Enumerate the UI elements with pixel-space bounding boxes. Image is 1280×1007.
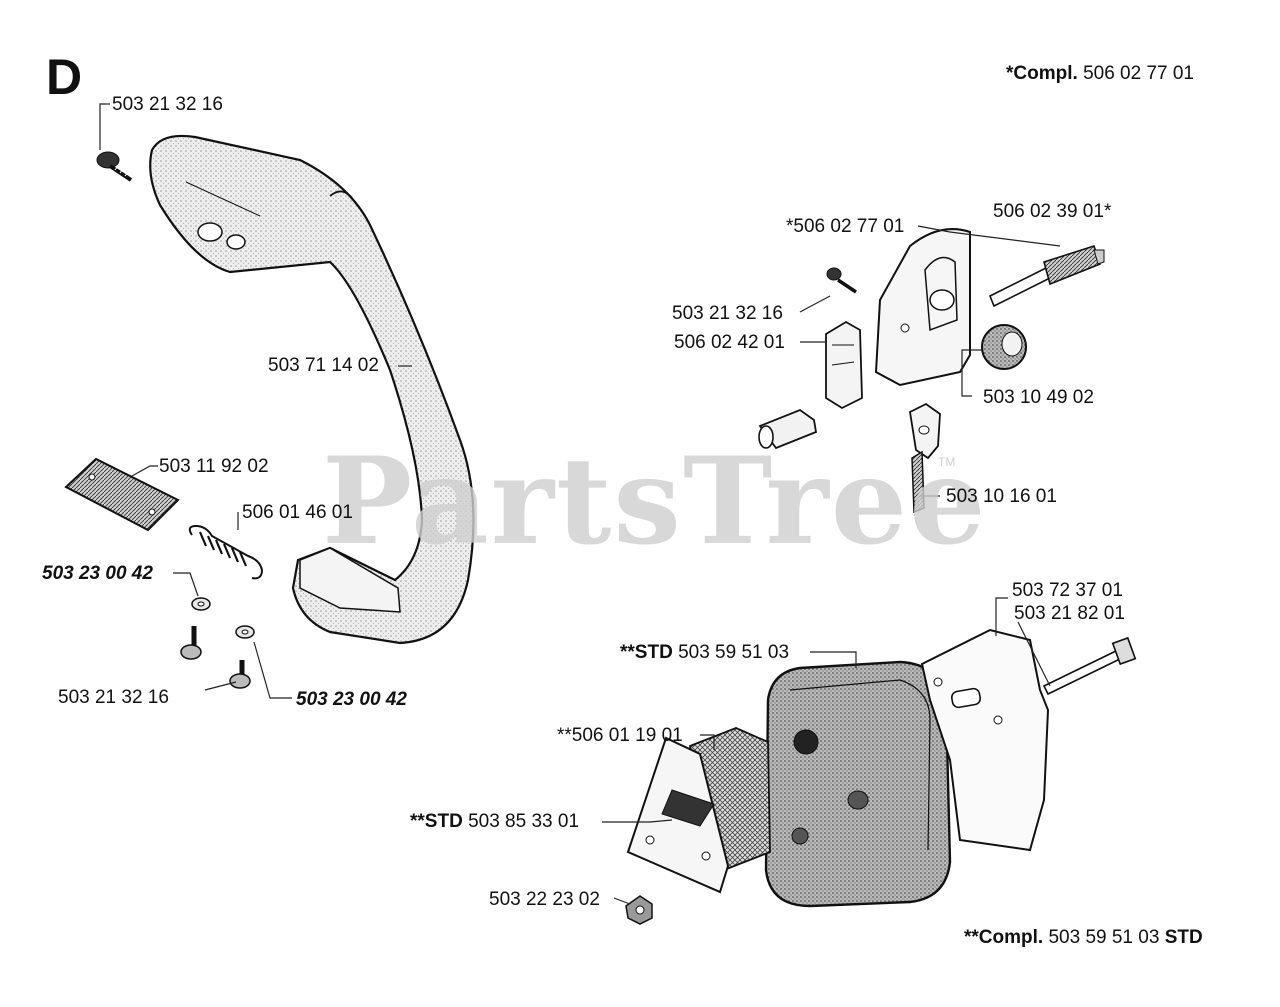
label-oil-pump-set: *506 02 77 01	[786, 216, 905, 237]
section-letter: D	[46, 49, 83, 105]
washer-icon	[235, 625, 255, 639]
watermark: PartsTree	[322, 431, 988, 572]
leader-lines	[99, 103, 1061, 905]
screw-icon	[180, 626, 202, 660]
note-top-right-prefix: *Compl.	[1006, 63, 1078, 84]
note-bottom-right-prefix: **Compl.	[964, 927, 1044, 948]
spring	[188, 524, 264, 580]
muffler-bolt	[1042, 636, 1137, 696]
muffler-gasket	[920, 628, 1050, 852]
cover-plate	[825, 320, 863, 410]
label-muffler: **STD 503 59 51 03	[620, 643, 789, 662]
label-muffler-cover: **STD 503 85 33 01	[410, 812, 579, 831]
label-screw-top-left: 503 21 32 16	[112, 94, 223, 115]
label-muffler-cover-prefix: **STD	[410, 811, 463, 832]
label-cover-plate: 506 02 42 01	[674, 332, 785, 353]
watermark-trademark: TM	[938, 455, 956, 469]
front-handle	[149, 134, 475, 645]
rubber-plate	[64, 457, 180, 532]
label-oil-hose: 503 10 16 01	[946, 486, 1057, 507]
note-bottom-right-number: 503 59 51 03	[1048, 927, 1160, 948]
label-screw-oil-pump: 503 21 32 16	[672, 303, 783, 324]
note-top-right: *Compl. 506 02 77 01	[1006, 64, 1194, 83]
screw-icon	[229, 660, 251, 689]
label-rubber-plate: 503 11 92 02	[159, 456, 269, 477]
label-muffler-gasket: 503 72 37 01	[1012, 580, 1123, 601]
label-washer-left: 503 23 00 42	[42, 564, 153, 583]
washer-icon	[191, 597, 211, 611]
pump-shaft	[988, 244, 1105, 308]
label-muffler-prefix: **STD	[620, 642, 673, 663]
oil-hose	[909, 402, 941, 514]
label-muffler-cover-number: 503 85 33 01	[468, 811, 580, 832]
label-muffler-number: 503 59 51 03	[678, 642, 790, 663]
muffler	[764, 660, 952, 908]
label-muffler-bolt: 503 21 82 01	[1014, 603, 1125, 624]
label-spring: 506 01 46 01	[242, 502, 353, 523]
oil-pump-housing	[874, 228, 971, 387]
plug-icon	[758, 408, 818, 450]
label-pump-cap: 503 10 49 02	[983, 387, 1094, 408]
label-screw-bottom-left: 503 21 32 16	[58, 687, 169, 708]
label-muffler-nut: 503 22 23 02	[489, 889, 600, 910]
note-top-right-number: 506 02 77 01	[1083, 63, 1195, 84]
label-handle: 503 71 14 02	[268, 355, 379, 376]
pump-cap	[981, 324, 1027, 370]
note-bottom-right-suffix: STD	[1164, 927, 1203, 948]
muffler-cover	[626, 736, 730, 894]
screw-icon	[96, 151, 133, 182]
note-bottom-right: **Compl. 503 59 51 03 STD	[964, 928, 1203, 947]
label-spark-screen: **506 01 19 01	[557, 725, 683, 746]
label-washer-left-text: 503 23 00 42	[42, 563, 153, 584]
label-washer-right: 503 23 00 42	[296, 690, 407, 709]
screw-icon	[826, 267, 857, 294]
label-pump-shaft: 506 02 39 01*	[993, 201, 1112, 222]
nut-icon	[625, 895, 653, 925]
label-washer-right-text: 503 23 00 42	[296, 689, 407, 710]
